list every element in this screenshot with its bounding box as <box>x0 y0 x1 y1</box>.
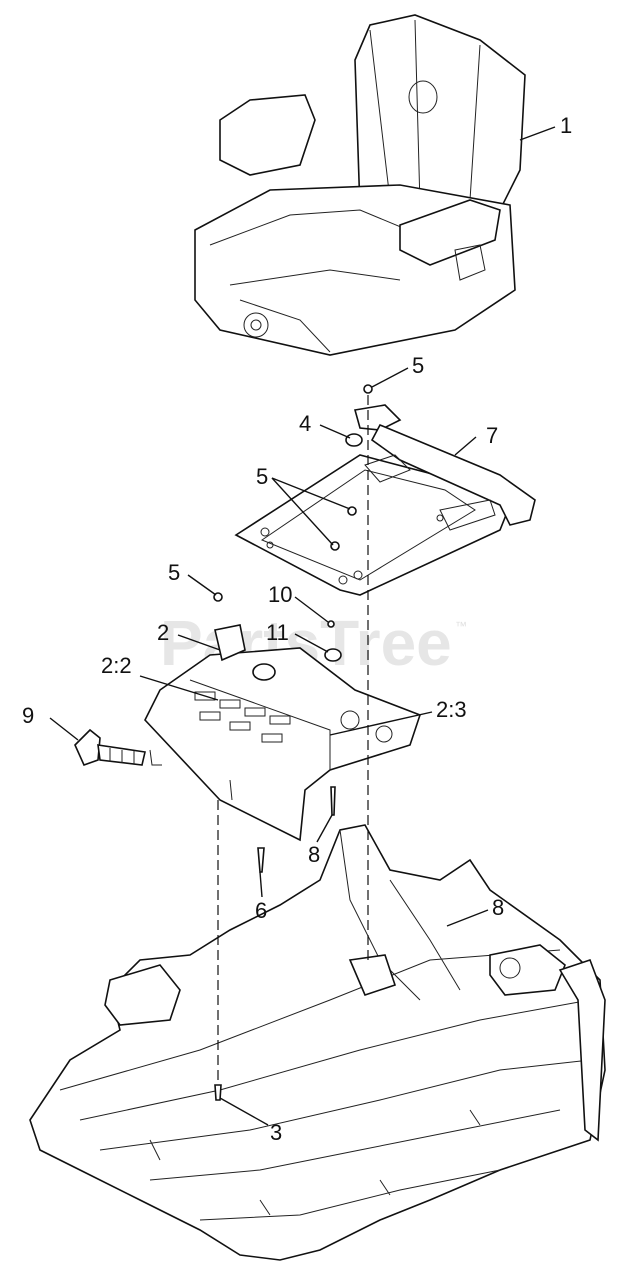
seat-icon[interactable] <box>194 14 526 356</box>
callout-panel-decal[interactable]: 2:2 <box>101 653 132 678</box>
plug-icon[interactable] <box>345 433 363 447</box>
panel-decal <box>194 691 291 743</box>
callout-screw-lower[interactable]: 6 <box>255 898 267 923</box>
callout-nut-left[interactable]: 5 <box>168 560 180 585</box>
mower-frame-icon[interactable] <box>29 824 606 1261</box>
nut-icon[interactable] <box>363 384 373 394</box>
callout-panel[interactable]: 2 <box>157 620 169 645</box>
callout-nut-top[interactable]: 5 <box>412 353 424 378</box>
callout-nut-plate[interactable]: 5 <box>256 464 268 489</box>
callout-frame[interactable]: 8 <box>492 895 504 920</box>
washer-icon[interactable] <box>327 620 335 628</box>
leader-lines <box>49 126 556 1126</box>
callouts: 1 5 4 7 5 5 10 11 2 2:2 2:3 9 8 6 8 3 <box>22 113 572 1145</box>
callout-seat-plate[interactable]: 7 <box>486 423 498 448</box>
callout-seat[interactable]: 1 <box>560 113 572 138</box>
callout-washer-large[interactable]: 11 <box>266 620 289 645</box>
alignment-lines <box>217 395 369 1085</box>
bolt-icon[interactable] <box>214 1084 222 1101</box>
screw-icon[interactable] <box>330 786 336 816</box>
callout-panel-insert[interactable]: 2:3 <box>436 697 467 722</box>
screw-icon[interactable] <box>257 847 265 873</box>
fasteners-top <box>213 384 373 662</box>
seat-plate-icon[interactable] <box>234 404 536 596</box>
callout-washer-small[interactable]: 10 <box>268 582 292 607</box>
control-panel-icon[interactable] <box>144 624 422 842</box>
callout-screw-panel[interactable]: 8 <box>308 842 320 867</box>
watermark-trademark: ™ <box>455 619 467 633</box>
callout-bolt-lower[interactable]: 3 <box>270 1120 282 1145</box>
callout-switch[interactable]: 9 <box>22 703 34 728</box>
callout-plug[interactable]: 4 <box>299 411 311 436</box>
screws-panel <box>257 786 336 873</box>
washer-icon[interactable] <box>324 648 342 662</box>
ignition-switch-icon[interactable] <box>74 728 162 767</box>
